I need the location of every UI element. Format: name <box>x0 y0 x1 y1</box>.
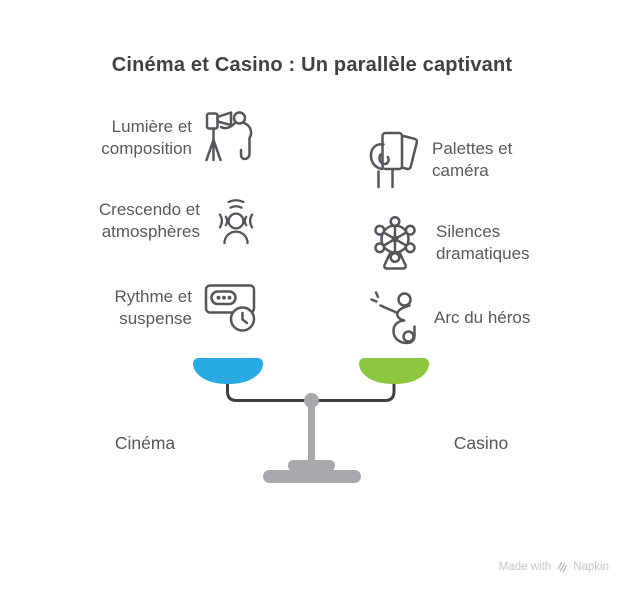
watermark-prefix: Made with <box>498 561 552 573</box>
feature-item-arc-du-heros: Arc du héros <box>368 290 600 346</box>
camera-operator-icon <box>204 109 260 167</box>
scale-pivot <box>304 393 319 408</box>
scale-base-bottom <box>263 470 361 483</box>
feature-item-lumiere-composition: Lumière et composition <box>34 108 260 168</box>
feature-label: Rythme et suspense <box>114 286 192 328</box>
scale-pole <box>308 400 315 462</box>
feature-item-palettes-camera: Palettes et caméra <box>368 130 600 190</box>
feature-item-rythme-suspense: Rythme et suspense <box>34 280 260 336</box>
page-title: Cinéma et Casino : Un parallèle captivan… <box>111 54 513 76</box>
watermark: Made with Napkin <box>499 561 609 573</box>
feature-label: Arc du héros <box>434 307 531 327</box>
sound-waves-person-icon <box>212 194 260 248</box>
feature-label: Silences dramatiques <box>436 221 530 263</box>
watermark-brand: Napkin <box>573 561 609 573</box>
feature-item-crescendo-atmospheres: Crescendo et atmosphères <box>34 192 260 250</box>
feature-label: Palettes et caméra <box>432 138 513 180</box>
dice-thrower-icon <box>368 290 420 346</box>
casino-label: Casino <box>453 433 509 453</box>
feature-item-silences-dramatiques: Silences dramatiques <box>368 213 600 273</box>
hand-holding-cards-icon <box>368 130 418 190</box>
scale-base-top <box>288 460 335 471</box>
napkin-logo-icon <box>556 561 568 573</box>
feature-label: Crescendo et atmosphères <box>98 199 200 241</box>
feature-label: Lumière et composition <box>101 116 192 158</box>
ferris-wheel-icon <box>368 213 422 273</box>
slot-machine-timer-icon <box>204 282 260 334</box>
cinema-label: Cinéma <box>114 433 176 453</box>
